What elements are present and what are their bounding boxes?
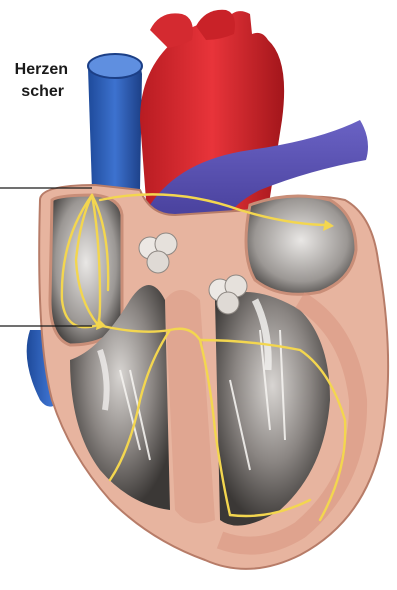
right-atrium [50, 195, 122, 345]
caption-line-2: scher [0, 82, 64, 102]
caption-line-1: Herzen [0, 60, 68, 80]
superior-vena-cava [88, 54, 142, 190]
left-atrium [246, 196, 356, 294]
